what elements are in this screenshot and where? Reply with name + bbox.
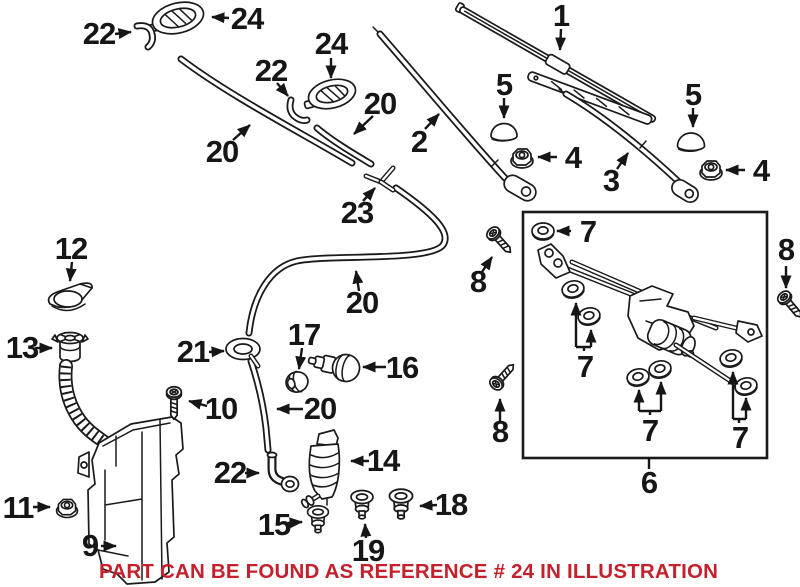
washer-pump-16 <box>307 353 361 383</box>
washer-nozzle-24b <box>303 78 357 110</box>
hose-elbow-22c <box>266 451 300 493</box>
callout-4: 4 <box>752 153 770 188</box>
callout-22: 22 <box>254 53 288 88</box>
callout-6: 6 <box>640 465 658 500</box>
callout-2: 2 <box>410 124 428 159</box>
callout-18: 18 <box>434 487 468 522</box>
callout-16: 16 <box>385 350 419 385</box>
wiper-arm-nut-4b <box>699 160 723 181</box>
pump-grommet-17 <box>285 370 309 393</box>
callout-8: 8 <box>491 414 509 449</box>
callout-arrows <box>33 12 792 552</box>
callout-24: 24 <box>230 1 264 36</box>
reference-banner: PART CAN BE FOUND AS REFERENCE # 24 IN I… <box>99 560 719 583</box>
pivot-cap-5b <box>676 132 706 152</box>
linkage-grommet-7a <box>531 222 555 241</box>
reservoir-plug-19 <box>350 489 374 520</box>
callout-8: 8 <box>777 232 795 267</box>
washer-hose-20a <box>177 55 356 167</box>
callout-17: 17 <box>287 317 321 352</box>
callout-15: 15 <box>257 507 291 542</box>
wiper-transmission-box <box>521 210 769 460</box>
callout-5: 5 <box>684 77 702 112</box>
linkage-grommet-7e <box>646 358 674 382</box>
callout-21: 21 <box>176 334 210 369</box>
washer-hose-20b <box>313 124 375 168</box>
linkage-grommet-7d <box>624 366 652 390</box>
reservoir-screw-10 <box>165 385 183 421</box>
callout-20: 20 <box>345 285 379 320</box>
reservoir-nut-11 <box>55 498 79 519</box>
callout-1: 1 <box>552 0 570 33</box>
filler-hose-corrugated <box>58 359 110 448</box>
callout-7: 7 <box>641 413 659 448</box>
pivot-cap-5a <box>490 122 518 142</box>
reservoir-plug-15 <box>306 505 330 534</box>
hose-elbow-22a <box>133 22 156 51</box>
callout-7: 7 <box>576 349 594 384</box>
mount-screw-8c <box>486 359 520 394</box>
callout-22: 22 <box>82 16 116 51</box>
callout-9: 9 <box>81 528 99 563</box>
linkage-grommet-7g <box>732 375 760 399</box>
washer-hose-20d <box>247 357 272 454</box>
reservoir-plug-18 <box>388 488 414 520</box>
callout-12: 12 <box>54 231 88 266</box>
callout-11: 11 <box>2 490 35 525</box>
washer-pump-14 <box>300 429 341 509</box>
callout-24: 24 <box>314 26 348 61</box>
callout-4: 4 <box>564 140 582 175</box>
wiper-blade-1 <box>454 2 657 123</box>
mount-screw-8a <box>483 223 517 258</box>
linkage-grommet-7c <box>575 305 603 329</box>
linkage-grommet-7b <box>559 278 587 302</box>
callout-3: 3 <box>602 163 620 198</box>
wiper-arm-nut-4a <box>510 148 534 169</box>
callout-5: 5 <box>495 67 513 102</box>
wiper-arm-2 <box>372 26 537 202</box>
callout-23: 23 <box>340 195 374 230</box>
hose-elbow-22b <box>286 96 311 124</box>
callout-20: 20 <box>205 134 239 169</box>
callout-22: 22 <box>213 455 247 490</box>
callout-14: 14 <box>366 443 400 478</box>
callout-7: 7 <box>731 420 749 455</box>
callout-10: 10 <box>204 391 238 426</box>
wiper-arm-3 <box>558 88 699 204</box>
reservoir-cap-12 <box>47 282 93 312</box>
washer-hose-20c <box>245 184 449 337</box>
callout-7: 7 <box>579 214 597 249</box>
callout-20: 20 <box>363 86 397 121</box>
y-connector-23 <box>363 165 396 193</box>
washer-nozzle-24a <box>147 1 205 35</box>
mount-screw-8b <box>774 287 800 323</box>
filler-neck-13 <box>51 331 89 363</box>
callout-19: 19 <box>351 533 385 568</box>
callout-20: 20 <box>303 391 337 426</box>
callout-13: 13 <box>5 330 39 365</box>
callout-8: 8 <box>469 264 487 299</box>
grommet-21 <box>225 337 261 369</box>
wiper-blade-2 <box>527 71 653 125</box>
linkage-grommet-7f <box>717 347 745 371</box>
